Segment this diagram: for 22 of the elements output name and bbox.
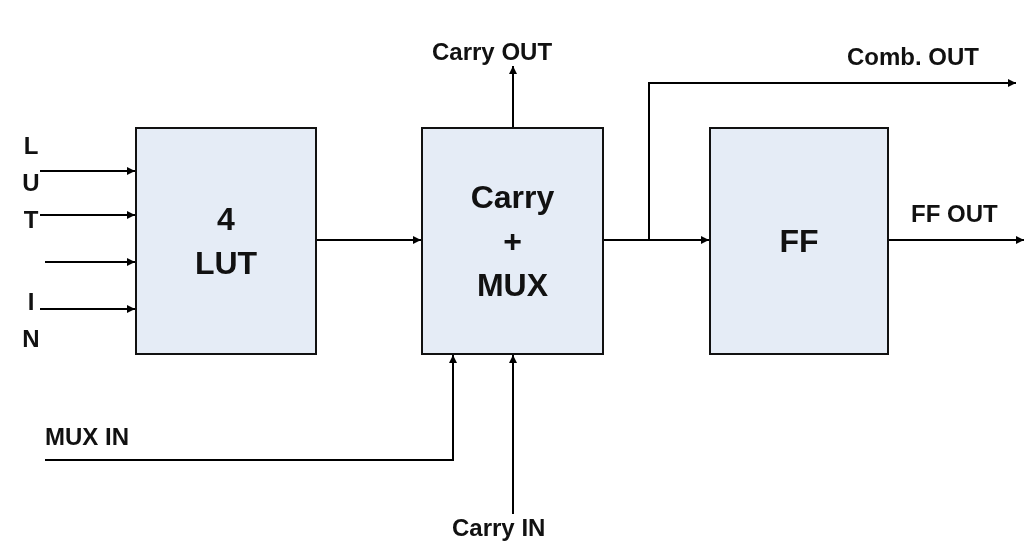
signal-arrow <box>39 305 136 313</box>
block-label: 4 LUT <box>194 200 258 283</box>
signal-name: IN <box>22 283 40 357</box>
signal-arrow <box>44 258 136 266</box>
signal-name: Carry IN <box>452 514 546 542</box>
signal-arrow <box>509 354 517 515</box>
signal-arrow <box>509 65 517 128</box>
signal-name: FF OUT <box>911 200 998 228</box>
signal-arrow <box>39 167 136 175</box>
block-label: FF <box>779 222 819 261</box>
signal-name: MUX IN <box>45 423 129 451</box>
signal-name: Comb. OUT <box>847 43 979 71</box>
signal-arrow <box>39 211 136 219</box>
logic-block <box>135 127 317 355</box>
signal-name: LUT <box>22 127 40 238</box>
signal-name: Carry OUT <box>432 38 553 66</box>
block-label: Carry + MUX <box>470 178 555 305</box>
signal-arrow <box>888 236 1025 244</box>
signal-arrow <box>44 354 457 461</box>
logic-block <box>709 127 889 355</box>
signal-arrow <box>316 236 422 244</box>
logic-block <box>421 127 604 355</box>
